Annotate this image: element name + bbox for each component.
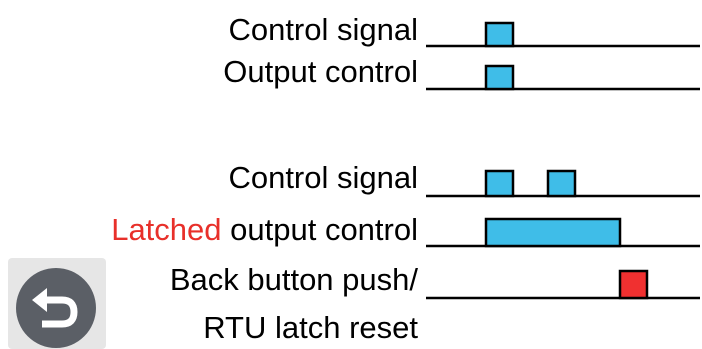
pulse-reset	[618, 269, 649, 300]
rtu-latch-reset-label: RTU latch reset	[203, 310, 418, 345]
control-signal-label-1: Control signal	[228, 12, 418, 47]
latched-output-control-label: Latched output control	[111, 212, 418, 248]
pulse-1	[484, 21, 515, 48]
waveform-reset	[426, 269, 700, 300]
pulse-latched	[484, 217, 622, 248]
waveform-control-signal-2	[426, 169, 700, 198]
control-signal-label-2: Control signal	[228, 160, 418, 195]
pulse-output	[484, 64, 515, 91]
waveform-output-control	[426, 64, 700, 91]
pulse-2a	[484, 169, 515, 198]
waveform-control-signal-1	[426, 21, 700, 48]
output-control-label: Output control	[223, 54, 418, 89]
waveform-latched-output	[426, 217, 700, 248]
pulse-2b	[546, 169, 577, 198]
latched-highlight: Latched	[111, 212, 222, 247]
back-button-circle	[16, 268, 96, 348]
latched-output-control-rest: output control	[221, 212, 418, 247]
back-arrow-icon	[32, 288, 78, 328]
back-button[interactable]	[8, 258, 106, 349]
back-button-push-label: Back button push/	[169, 262, 418, 297]
